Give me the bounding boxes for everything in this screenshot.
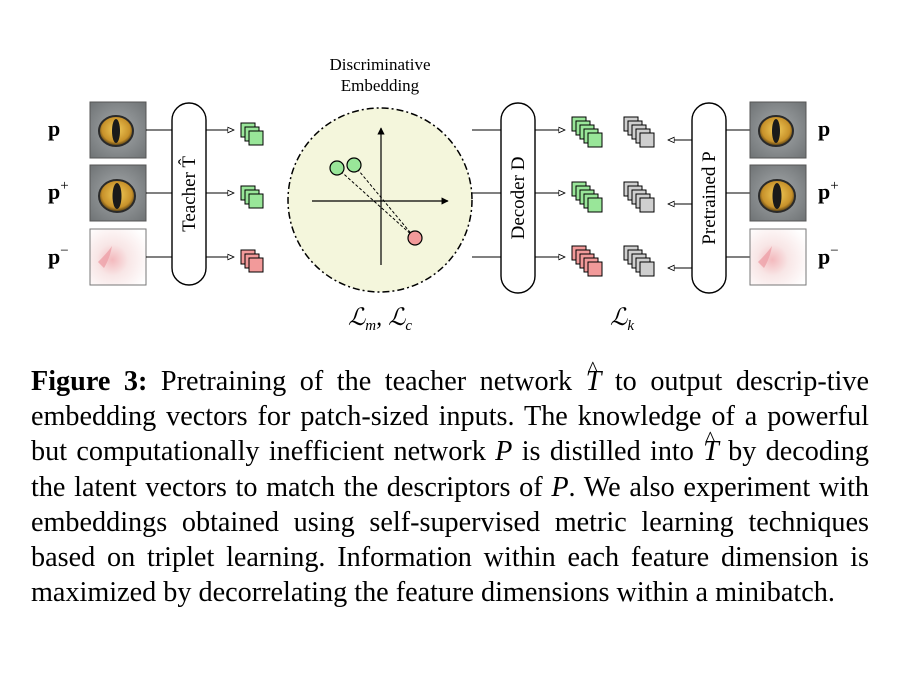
embedding-point-p: [329, 160, 345, 176]
teacher-network: Teacher T̂: [171, 102, 207, 286]
label-pplus-left: p+: [48, 178, 69, 204]
decoded-stack-pplus: [571, 181, 603, 213]
embedding-point-pplus: [346, 157, 362, 173]
teacher-label: Teacher T̂: [178, 156, 200, 232]
embedding-title-line2: Embedding: [341, 76, 420, 95]
label-p-right: p: [818, 116, 830, 141]
descriptor-stack-pplus: [623, 181, 655, 213]
label-pminus-right: p−: [818, 243, 839, 269]
loss-right-label: ℒk: [610, 305, 634, 334]
teacher-embedding-pminus: [240, 249, 264, 273]
label-p-left: p: [48, 116, 60, 141]
caption-label: Figure 3:: [31, 366, 148, 397]
decoded-stack-pminus: [571, 245, 603, 277]
patch-pplus-right: [749, 164, 807, 222]
label-pplus-right: p+: [818, 178, 839, 204]
patch-pminus-left: [89, 228, 147, 286]
patch-pminus-right: [749, 228, 807, 286]
embedding-space: [287, 107, 473, 293]
caption-math-t-hat-1: T: [586, 351, 602, 399]
label-pminus-left: p−: [48, 243, 69, 269]
pretrained-label: Pretrained P: [699, 151, 720, 244]
decoded-stack-p: [571, 116, 603, 148]
caption-text-4: by decoding the latent vectors to match …: [31, 436, 869, 503]
pretrained-network: Pretrained P: [691, 102, 727, 294]
descriptor-stack-p: [623, 116, 655, 148]
decoder-network: Decoder D: [500, 102, 536, 294]
decoder-label: Decoder D: [508, 157, 529, 240]
caption-text-2: to output descrip-tive embedding vectors…: [31, 366, 869, 468]
caption-math-p-2: P: [551, 471, 569, 503]
descriptor-stack-pminus: [623, 245, 655, 277]
loss-left-label: ℒm, ℒc: [348, 305, 412, 334]
patch-pplus-left: [89, 164, 147, 222]
figure-caption: Figure 3: Pretraining of the teacher net…: [31, 351, 869, 610]
caption-text-5: . We also experiment with embeddings obt…: [31, 471, 869, 609]
patch-p-right: [749, 101, 807, 159]
figure-diagram: p p+ p− Teacher T̂: [48, 55, 839, 334]
teacher-embedding-p: [240, 122, 264, 146]
caption-math-p-1: P: [495, 436, 513, 468]
teacher-embedding-pplus: [240, 185, 264, 209]
caption-text-1: Pretraining of the teacher network: [147, 366, 586, 397]
caption-math-t-hat-2: T: [703, 421, 719, 469]
caption-text-3: is distilled into: [512, 436, 704, 468]
embedding-title-line1: Discriminative: [329, 55, 430, 74]
embedding-point-pminus: [407, 230, 423, 246]
patch-p-left: [89, 101, 147, 159]
